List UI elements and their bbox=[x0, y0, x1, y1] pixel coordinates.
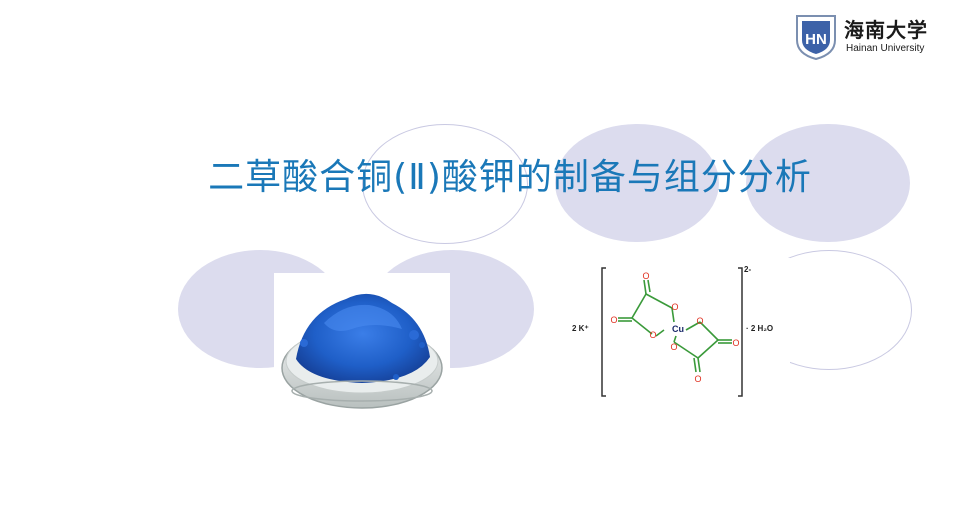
charge-label: 2- bbox=[744, 265, 751, 274]
oxygen-atom-label: O bbox=[649, 330, 656, 340]
svg-text:HN: HN bbox=[805, 31, 827, 48]
slide-title: 二草酸合铜(Ⅱ)酸钾的制备与组分分析 bbox=[208, 157, 812, 198]
oxygen-atom-label: O bbox=[694, 374, 701, 384]
powder-photo bbox=[274, 273, 450, 417]
oxygen-atom-label: O bbox=[670, 342, 677, 352]
petri-dish-powder-image bbox=[281, 293, 443, 409]
oxygen-atom-label: O bbox=[671, 302, 678, 312]
university-logo: HN 海南大学 Hainan University bbox=[794, 12, 964, 62]
counterion-label: 2 K⁺ bbox=[572, 324, 589, 333]
chemical-structure: 2 K⁺ 2- · 2 H₂O O O bbox=[560, 258, 790, 408]
deco-ellipse-1 bbox=[362, 124, 528, 244]
deco-ellipse-2 bbox=[555, 124, 719, 242]
copper-atom-label: Cu bbox=[672, 324, 684, 334]
university-emblem-icon: HN bbox=[796, 15, 836, 60]
university-name-en: Hainan University bbox=[846, 43, 925, 54]
oxygen-atom-label: O bbox=[696, 316, 703, 326]
deco-ellipse-3 bbox=[746, 124, 910, 242]
copper-oxalate-structure-diagram: 2 K⁺ 2- · 2 H₂O O O bbox=[572, 265, 773, 397]
hydrate-label: · 2 H₂O bbox=[746, 324, 773, 333]
oxygen-atom-label: O bbox=[642, 271, 649, 281]
university-name-cn: 海南大学 bbox=[844, 18, 928, 42]
oxygen-atom-label: O bbox=[610, 315, 617, 325]
oxygen-atom-label: O bbox=[732, 338, 739, 348]
